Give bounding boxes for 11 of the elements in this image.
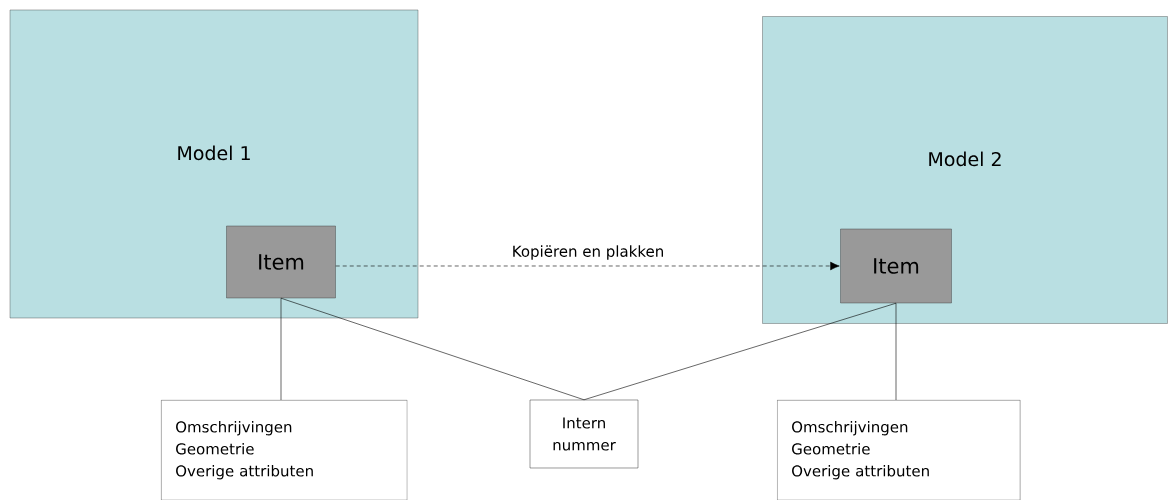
attribute-box: Omschrijvingen Geometrie Overige attributen — [777, 400, 1021, 500]
arrow — [335, 261, 840, 271]
attribute-box: Omschrijvingen Geometrie Overige attributen — [161, 400, 408, 500]
connector-line — [583, 302, 897, 401]
connector-line — [280, 297, 282, 401]
item-box: Item — [840, 228, 952, 304]
edge-label: Kopiëren en plakken — [510, 244, 666, 261]
number-box: Intern nummer — [529, 399, 639, 469]
connector-line — [895, 302, 897, 401]
item-box: Item — [226, 225, 336, 299]
connector-line — [280, 297, 585, 401]
